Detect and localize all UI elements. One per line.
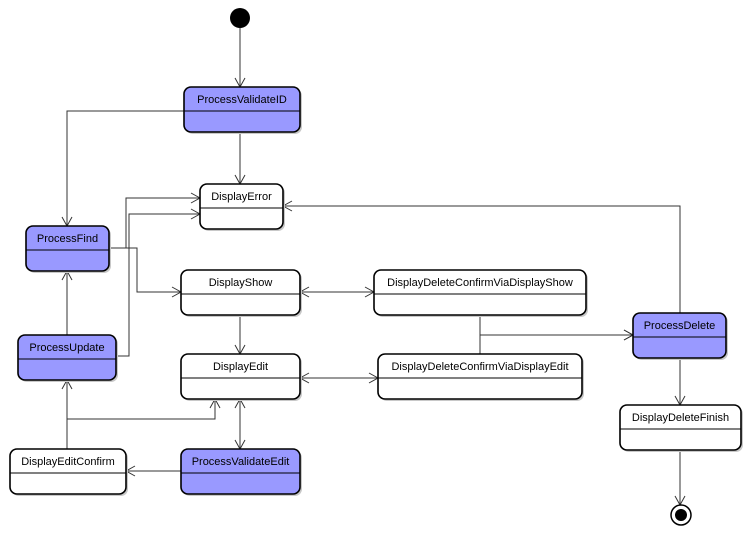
state-show[interactable]: DisplayShow bbox=[180, 269, 302, 317]
transition-find-to-show bbox=[109, 247, 183, 298]
state-label: DisplayDeleteConfirmViaDisplayEdit bbox=[391, 361, 568, 373]
state-box bbox=[199, 183, 284, 230]
state-edit[interactable]: DisplayEdit bbox=[180, 353, 302, 401]
transition-edit-to-delConfEdit bbox=[298, 372, 380, 384]
transition-line bbox=[479, 315, 633, 336]
state-box bbox=[25, 225, 110, 272]
transition-deleteFinish-to-end bbox=[674, 450, 686, 507]
state-label: ProcessUpdate bbox=[29, 342, 104, 354]
transitions-layer bbox=[61, 28, 686, 507]
transition-show-to-edit bbox=[234, 315, 246, 356]
state-label: DisplayEditConfirm bbox=[21, 456, 115, 468]
state-box bbox=[17, 334, 117, 381]
state-label: ProcessValidateID bbox=[197, 94, 287, 106]
states-layer: ProcessValidateID DisplayErrorProcessFind… bbox=[9, 8, 743, 526]
transition-validateID-to-error bbox=[234, 132, 246, 186]
state-validateID[interactable]: ProcessValidateID bbox=[183, 86, 302, 134]
state-label: ProcessValidateEdit bbox=[192, 456, 290, 468]
state-label: DisplayDeleteFinish bbox=[632, 412, 729, 424]
state-find[interactable]: ProcessFind bbox=[25, 225, 111, 273]
initial-dot-icon bbox=[230, 8, 250, 28]
state-box bbox=[180, 353, 301, 400]
state-update[interactable]: ProcessUpdate bbox=[17, 334, 118, 382]
transition-line bbox=[109, 247, 181, 293]
state-label: DisplayError bbox=[211, 191, 272, 203]
transition-line bbox=[116, 213, 200, 357]
state-box bbox=[183, 86, 301, 133]
state-label: ProcessFind bbox=[37, 233, 98, 245]
state-box bbox=[377, 353, 583, 400]
state-delConfEdit[interactable]: DisplayDeleteConfirmViaDisplayEdit bbox=[377, 353, 584, 401]
transition-line bbox=[283, 205, 681, 313]
state-label: DisplayEdit bbox=[213, 361, 268, 373]
transition-start-to-validateID bbox=[234, 28, 246, 89]
state-box bbox=[180, 269, 301, 316]
transition-find-to-error bbox=[109, 192, 202, 249]
state-box bbox=[632, 312, 727, 359]
transition-line bbox=[66, 110, 184, 226]
transition-delConfEdit-to-processDelete bbox=[479, 329, 635, 354]
transition-line bbox=[67, 399, 216, 420]
transition-editConfirm-to-update bbox=[61, 378, 73, 449]
state-error[interactable]: DisplayError bbox=[199, 183, 285, 231]
state-label: DisplayShow bbox=[209, 277, 273, 289]
state-delConfShow[interactable]: DisplayDeleteConfirmViaDisplayShow bbox=[373, 269, 588, 317]
state-box bbox=[180, 448, 301, 495]
transition-line bbox=[479, 334, 633, 354]
initial-state bbox=[230, 8, 250, 28]
transition-processDelete-to-deleteFinish bbox=[674, 358, 686, 407]
transition-update-to-find bbox=[61, 269, 73, 335]
state-editConfirm[interactable]: DisplayEditConfirm bbox=[9, 448, 128, 496]
state-label: ProcessDelete bbox=[644, 320, 716, 332]
transition-edit-to-validateEdit bbox=[234, 397, 246, 451]
transition-validateEdit-to-editConfirm bbox=[124, 465, 181, 477]
state-deleteFinish[interactable]: DisplayDeleteFinish bbox=[619, 404, 743, 452]
state-box bbox=[9, 448, 127, 495]
transition-delConfShow-to-processDelete bbox=[479, 315, 635, 341]
state-box bbox=[373, 269, 587, 316]
final-dot-icon bbox=[675, 509, 687, 521]
final-state bbox=[670, 504, 692, 526]
transition-show-to-delConfShow bbox=[298, 286, 376, 298]
state-box bbox=[619, 404, 742, 451]
state-processDelete[interactable]: ProcessDelete bbox=[632, 312, 728, 360]
state-validateEdit[interactable]: ProcessValidateEdit bbox=[180, 448, 302, 496]
transition-editConfirm-to-edit bbox=[67, 397, 221, 420]
state-label: DisplayDeleteConfirmViaDisplayShow bbox=[387, 277, 573, 289]
transition-line bbox=[109, 197, 200, 249]
transition-validateID-to-find bbox=[61, 110, 184, 228]
